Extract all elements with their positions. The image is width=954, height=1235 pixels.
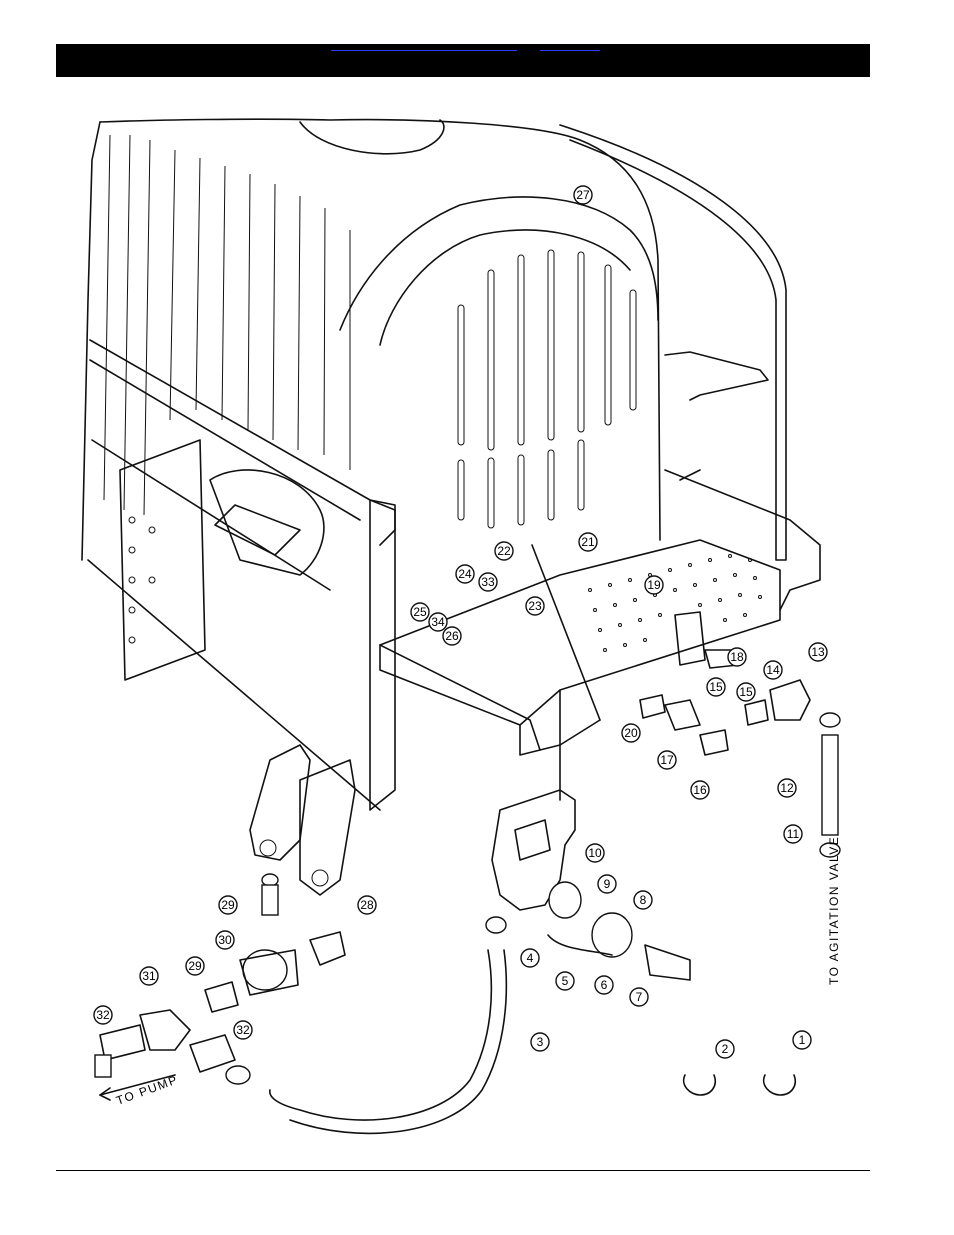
part-label: 16 [693, 783, 707, 797]
part-label: 29 [221, 898, 235, 912]
part-label: 33 [481, 575, 495, 589]
hitch [250, 745, 355, 895]
part-label: 25 [413, 605, 427, 619]
part-label: 13 [811, 645, 825, 659]
part-label: 5 [562, 974, 569, 988]
part-label: 32 [236, 1023, 250, 1037]
roll-bar-frame [88, 125, 820, 810]
part-label: 11 [787, 827, 800, 841]
part-label: 8 [640, 893, 647, 907]
part-label: 21 [581, 535, 595, 549]
part-label: 20 [624, 726, 638, 740]
tank [82, 119, 660, 560]
part-label: 26 [445, 629, 459, 643]
part-label: 18 [730, 650, 744, 664]
callout-to-agitation-valve: TO AGITATION VALVE [827, 836, 841, 985]
footer-rule [56, 1170, 870, 1171]
part-label: 2 [722, 1042, 729, 1056]
part-label: 34 [431, 615, 445, 629]
part-label: 7 [636, 990, 643, 1004]
part-label: 12 [780, 781, 794, 795]
platform [380, 540, 780, 755]
part-label: 4 [527, 951, 534, 965]
part-label: 17 [660, 753, 674, 767]
part-label: 32 [96, 1008, 110, 1022]
part-label: 6 [601, 978, 608, 992]
part-label: 23 [528, 599, 542, 613]
part-label: 31 [142, 969, 156, 983]
callout-to-pump: TO PUMP [114, 1072, 180, 1107]
part-label: 30 [218, 933, 232, 947]
part-label: 3 [537, 1035, 544, 1049]
part-label: 14 [766, 663, 780, 677]
part-label: 19 [647, 578, 661, 592]
part-label: 10 [588, 846, 602, 860]
part-label: 1 [799, 1033, 806, 1047]
part-label: 15 [739, 685, 753, 699]
part-label: 24 [458, 567, 472, 581]
part-label: 28 [360, 898, 374, 912]
part-label: 9 [604, 877, 611, 891]
part-label: 22 [497, 544, 511, 558]
part-label: 15 [709, 680, 723, 694]
part-label: 27 [576, 188, 590, 202]
part-label: 29 [188, 959, 202, 973]
